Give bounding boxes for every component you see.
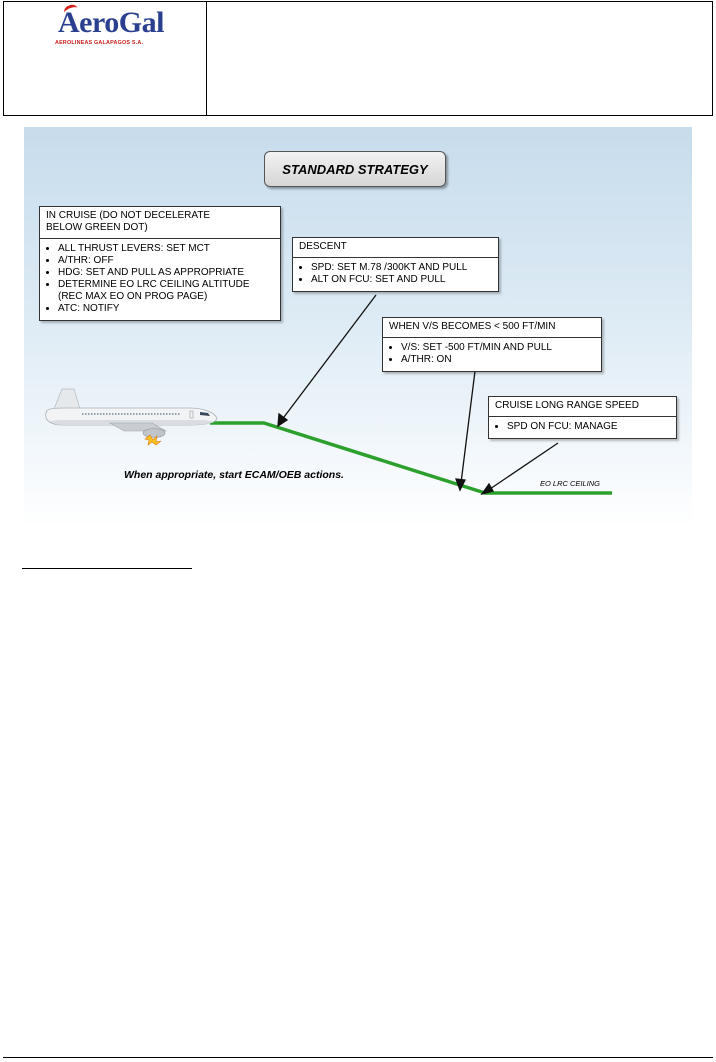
- aircraft-icon: [45, 388, 218, 446]
- cruise-box-list: ALL THRUST LEVERS: SET MCT A/THR: OFF HD…: [40, 239, 280, 320]
- list-item: SPD ON FCU: MANAGE: [507, 421, 670, 433]
- vs-box-heading: WHEN V/S BECOMES < 500 FT/MIN: [383, 318, 601, 338]
- ceiling-label: EO LRC CEILING: [540, 479, 601, 488]
- list-item: ALL THRUST LEVERS: SET MCT: [58, 243, 274, 255]
- descent-arrow: [280, 294, 377, 422]
- list-item: A/THR: ON: [401, 354, 595, 366]
- list-item: HDG: SET AND PULL AS APPROPRIATE: [58, 267, 274, 279]
- list-item: ALT ON FCU: SET AND PULL: [311, 274, 492, 286]
- descent-box-list: SPD: SET M.78 /300KT AND PULL ALT ON FCU…: [293, 258, 498, 291]
- vs-arrowhead: [455, 478, 466, 492]
- list-item: DETERMINE EO LRC CEILING ALTITUDE (REC M…: [58, 279, 274, 303]
- logo-cell: AeroGal AEROLINEAS GALAPAGOS S.A.: [4, 2, 207, 115]
- logo-text: AeroGal: [58, 6, 164, 39]
- lrc-box-heading: CRUISE LONG RANGE SPEED: [489, 397, 676, 417]
- header-blank-cell: [207, 2, 712, 115]
- vs-box: WHEN V/S BECOMES < 500 FT/MIN V/S: SET -…: [382, 317, 602, 372]
- descent-box: DESCENT SPD: SET M.78 /300KT AND PULL AL…: [292, 237, 499, 292]
- descent-arrowhead: [277, 412, 289, 428]
- diagram-graphics: [210, 294, 612, 496]
- strategy-diagram: STANDARD STRATEGY IN CRUISE (DO NOT DECE…: [24, 127, 692, 527]
- cruise-box: IN CRUISE (DO NOT DECELERATE BELOW GREEN…: [39, 206, 281, 321]
- list-item: ATC: NOTIFY: [58, 303, 274, 315]
- lrc-arrow: [486, 442, 559, 492]
- list-item: SPD: SET M.78 /300KT AND PULL: [311, 262, 492, 274]
- header-table: AeroGal AEROLINEAS GALAPAGOS S.A.: [3, 1, 713, 116]
- ecam-caption: When appropriate, start ECAM/OEB actions…: [124, 469, 344, 481]
- list-item: V/S: SET -500 FT/MIN AND PULL: [401, 342, 595, 354]
- list-item: A/THR: OFF: [58, 255, 274, 267]
- lrc-box-list: SPD ON FCU: MANAGE: [489, 417, 676, 438]
- aerogal-logo: AeroGal: [58, 2, 164, 39]
- vs-box-list: V/S: SET -500 FT/MIN AND PULL A/THR: ON: [383, 338, 601, 371]
- footer-rule: [3, 1057, 713, 1058]
- cruise-box-heading: IN CRUISE (DO NOT DECELERATE BELOW GREEN…: [40, 207, 280, 239]
- descent-box-heading: DESCENT: [293, 238, 498, 258]
- section-underline: [22, 568, 192, 569]
- flight-path: [210, 421, 612, 495]
- logo-subtext: AEROLINEAS GALAPAGOS S.A.: [55, 40, 144, 46]
- lrc-arrowhead: [480, 482, 494, 496]
- lrc-box: CRUISE LONG RANGE SPEED SPD ON FCU: MANA…: [488, 396, 677, 439]
- diagram-title: STANDARD STRATEGY: [264, 151, 446, 187]
